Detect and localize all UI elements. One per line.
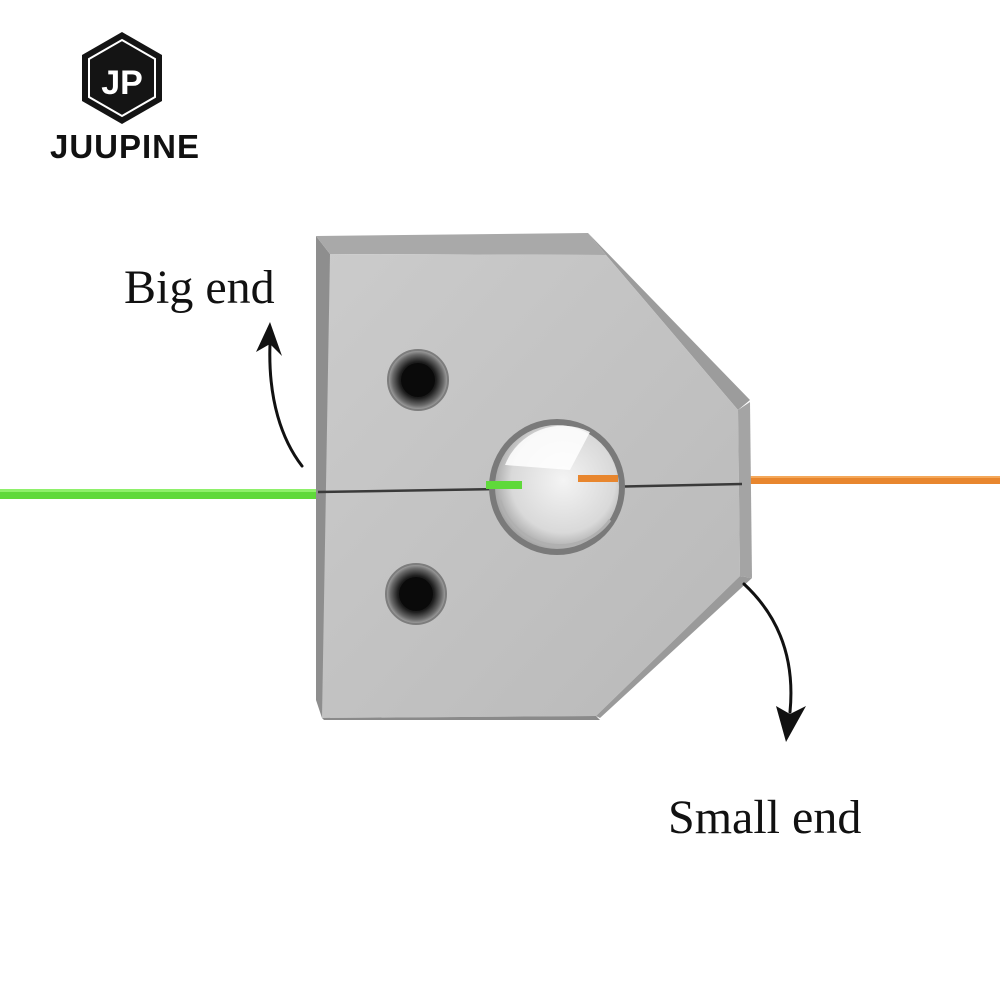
small-end-label: Small end bbox=[668, 791, 862, 844]
logo-letters: JP bbox=[101, 64, 143, 102]
center-bore bbox=[489, 419, 625, 555]
filament-left-tip bbox=[486, 481, 522, 489]
brand-name: JUUPINE bbox=[49, 128, 201, 165]
screw-hole-upper bbox=[387, 349, 449, 411]
curved-arrow-up-icon bbox=[256, 322, 304, 468]
curved-arrow-down-icon bbox=[742, 582, 806, 742]
filament-left bbox=[0, 489, 322, 499]
big-end-label: Big end bbox=[124, 261, 275, 314]
hexagon-logo-icon: JP bbox=[82, 32, 162, 124]
filament-right-tip bbox=[578, 475, 618, 482]
filament-right bbox=[740, 476, 1000, 484]
screw-hole-lower bbox=[385, 563, 447, 625]
